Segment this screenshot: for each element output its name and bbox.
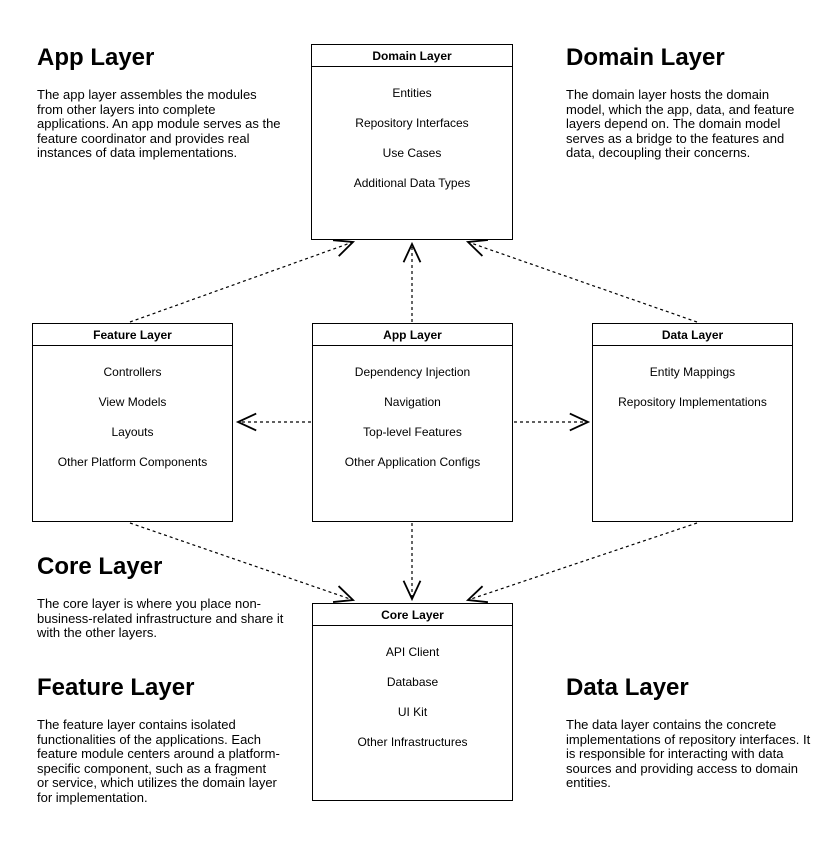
arrow-data-to-core: [465, 522, 698, 604]
note-body: The feature layer contains isolated func…: [37, 717, 280, 805]
note-data-layer: Data Layer The data layer contains the c…: [566, 674, 822, 791]
note-heading: Core Layer: [37, 553, 163, 580]
box-item: Additional Data Types: [353, 176, 471, 190]
box-item: Repository Implementations: [618, 395, 767, 409]
note-heading: Feature Layer: [37, 674, 195, 701]
note-body: The domain layer hosts the domain model,…: [566, 87, 795, 161]
box-item: API Client: [385, 645, 440, 659]
note-domain-layer: Domain Layer The domain layer hosts the …: [566, 44, 808, 161]
box-title: Core Layer: [313, 604, 512, 626]
note-app-layer: App Layer The app layer assembles the mo…: [37, 44, 285, 161]
box-item: UI Kit: [397, 705, 428, 719]
box-item: Navigation: [384, 395, 441, 409]
box-item: Repository Interfaces: [355, 116, 469, 130]
arrow-feature-to-domain: [129, 239, 356, 323]
box-item: Entity Mappings: [649, 365, 736, 379]
box-item: Entities: [392, 86, 432, 100]
note-core-layer: Core Layer The core layer is where you p…: [37, 553, 285, 641]
note-body: The core layer is where you place non-bu…: [37, 596, 284, 641]
box-item: Other Infrastructures: [357, 735, 468, 749]
arrow-data-to-domain: [465, 239, 698, 323]
box-title: Domain Layer: [312, 45, 512, 67]
box-title: Feature Layer: [33, 324, 232, 346]
note-heading: Domain Layer: [566, 44, 725, 71]
note-body: The data layer contains the concrete imp…: [566, 717, 811, 791]
box-title: Data Layer: [593, 324, 792, 346]
box-item: Dependency Injection: [354, 365, 471, 379]
note-heading: App Layer: [37, 44, 155, 71]
box-item: Database: [386, 675, 439, 689]
box-item: Top-level Features: [363, 425, 462, 439]
note-feature-layer: Feature Layer The feature layer contains…: [37, 674, 281, 806]
note-heading: Data Layer: [566, 674, 689, 701]
box-item: Other Application Configs: [344, 455, 481, 469]
note-body: The app layer assembles the modules from…: [37, 87, 281, 161]
box-item: Use Cases: [382, 146, 442, 160]
box-title: App Layer: [313, 324, 512, 346]
box-item: Other Platform Components: [57, 455, 208, 469]
box-item: Controllers: [103, 365, 162, 379]
box-item: Layouts: [111, 425, 154, 439]
box-item: View Models: [98, 395, 167, 409]
